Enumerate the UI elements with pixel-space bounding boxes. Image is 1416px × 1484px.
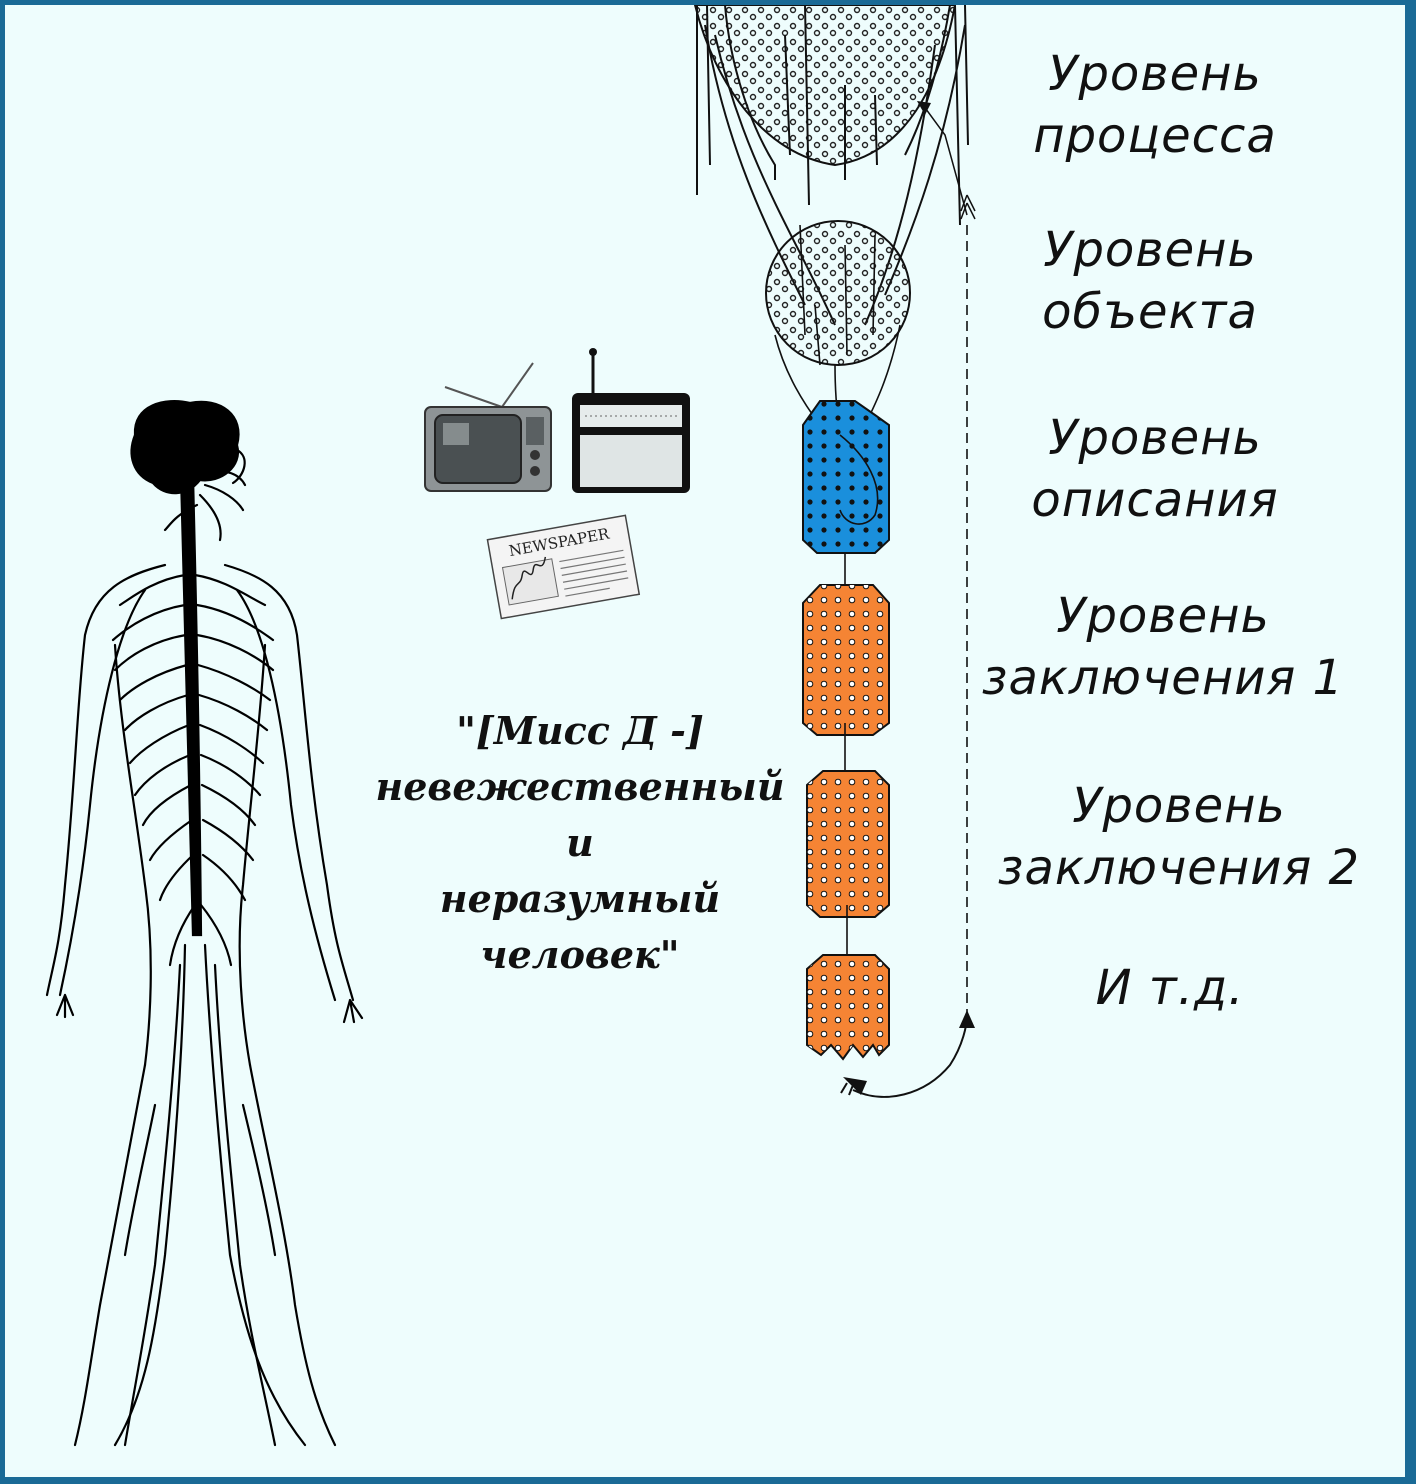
brain-icon bbox=[130, 400, 240, 495]
level-label-line: заключения 1 bbox=[981, 650, 1345, 706]
nervous-system-figure bbox=[45, 400, 364, 1447]
tv-icon bbox=[424, 362, 552, 492]
level-label-inference-2: Уровень заключения 2 bbox=[989, 775, 1369, 899]
inference-level-2-tag bbox=[806, 770, 890, 918]
quote-line: и bbox=[566, 820, 594, 865]
level-label-inference-1: Уровень заключения 1 bbox=[973, 585, 1353, 709]
object-level-disc bbox=[765, 220, 911, 366]
level-label-etc: И т.д. bbox=[1045, 957, 1295, 1019]
quote-line: неразумный bbox=[439, 876, 721, 921]
level-label-line: Уровень bbox=[1072, 778, 1286, 834]
level-label-line: объекта bbox=[1042, 284, 1258, 340]
process-level-parabola bbox=[693, 5, 976, 326]
etc-level-tag bbox=[806, 954, 890, 1061]
level-label-object: Уровень объекта bbox=[1010, 219, 1290, 343]
description-level-tag bbox=[802, 400, 890, 554]
level-label-line: Уровень bbox=[1048, 410, 1262, 466]
diagram-frame: NEWSPAPER bbox=[5, 5, 1405, 1477]
inference-level-1-tag bbox=[802, 584, 890, 736]
level-label-line: описания bbox=[1031, 472, 1279, 528]
level-label-line: Уровень bbox=[1043, 222, 1257, 278]
level-label-description: Уровень описания bbox=[1015, 407, 1295, 531]
quote-line: невежественный bbox=[375, 764, 785, 809]
spinal-cord bbox=[179, 473, 203, 937]
level-label-line: процесса bbox=[1033, 108, 1277, 164]
quote-line: "[Мисс Д -] bbox=[456, 708, 704, 753]
diagram-artwork: NEWSPAPER bbox=[45, 5, 976, 1447]
radio-icon bbox=[572, 348, 690, 493]
quote-text: "[Мисс Д -] невежественный и неразумный … bbox=[360, 703, 800, 983]
feedback-arrow bbox=[840, 225, 975, 1098]
structural-differential bbox=[693, 5, 976, 1098]
newspaper-icon: NEWSPAPER bbox=[486, 514, 641, 620]
level-label-line: заключения 2 bbox=[997, 840, 1361, 896]
level-label-line: Уровень bbox=[1048, 46, 1262, 102]
quote-line: человек" bbox=[480, 932, 680, 977]
level-label-line: Уровень bbox=[1056, 588, 1270, 644]
level-label-line: И т.д. bbox=[1095, 960, 1245, 1016]
level-label-process: Уровень процесса bbox=[1015, 43, 1295, 167]
